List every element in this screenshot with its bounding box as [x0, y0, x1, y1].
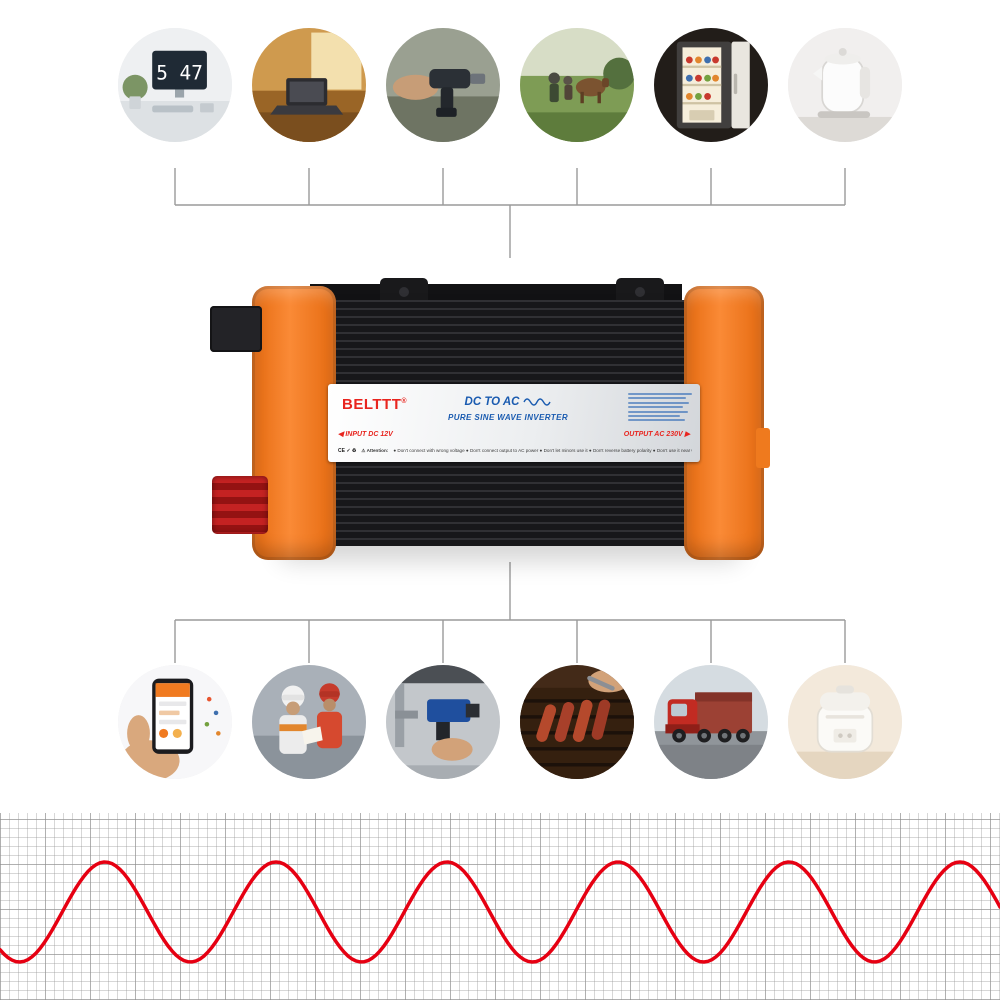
top-connector-lines — [174, 168, 846, 258]
attention-row: CE ✓ ♻ ⚠ Attention: ● Don't connect with… — [338, 448, 692, 454]
laptop-photo — [252, 28, 366, 142]
mini-fridge-photo — [654, 28, 768, 142]
power-tool-photo — [386, 665, 500, 779]
rice-cooker-photo — [788, 665, 902, 779]
mounting-bracket-left — [380, 278, 428, 304]
battery-terminal — [212, 476, 268, 534]
power-switch — [756, 428, 770, 468]
heatsink-fins-bottom — [280, 466, 740, 546]
clock-time-text: 5 47 — [156, 61, 203, 84]
product-label: BELTTT® DC TO AC PURE SINE WAVE INVERTER… — [328, 384, 700, 462]
kettle-photo — [788, 28, 902, 142]
dc-terminal-cover — [210, 306, 262, 352]
io-row: ◀ INPUT DC 12V OUTPUT AC 230V ▶ — [338, 430, 690, 438]
feature-list-fineprint — [628, 393, 692, 424]
drill-photo — [386, 28, 500, 142]
engineers-photo — [252, 665, 366, 779]
certification-icons: CE ✓ ♻ — [338, 448, 357, 454]
use-case-bbq-grill — [520, 665, 634, 779]
use-case-camping — [520, 28, 634, 142]
bbq-grill-photo — [520, 665, 634, 779]
brand-logo: BELTTT® — [342, 396, 408, 413]
desk-clock-photo: 5 47 — [118, 28, 232, 142]
use-case-truck — [654, 665, 768, 779]
camping-photo — [520, 28, 634, 142]
use-case-drill — [386, 28, 500, 142]
use-case-mini-fridge — [654, 28, 768, 142]
output-spec-label: OUTPUT AC 230V ▶ — [623, 431, 690, 438]
input-spec-label: ◀ INPUT DC 12V — [338, 431, 393, 438]
use-case-kettle — [788, 28, 902, 142]
attention-text: ● Don't connect with wrong voltage ● Don… — [393, 448, 692, 453]
mounting-bracket-right — [616, 278, 664, 304]
use-case-laptop — [252, 28, 366, 142]
inverter-product: BELTTT® DC TO AC PURE SINE WAVE INVERTER… — [210, 278, 770, 568]
bottom-connector-lines — [174, 562, 846, 663]
use-case-desk-clock: 5 47 — [118, 28, 232, 142]
use-case-smartphone — [118, 665, 232, 779]
use-case-power-tool — [386, 665, 500, 779]
smartphone-photo — [118, 665, 232, 779]
use-case-rice-cooker — [788, 665, 902, 779]
truck-photo — [654, 665, 768, 779]
dc-to-ac-title: DC TO AC — [398, 396, 618, 408]
product-type-title: PURE SINE WAVE INVERTER — [447, 413, 569, 422]
registered-mark: ® — [401, 398, 408, 405]
sine-wave-icon — [523, 398, 552, 406]
heatsink-fins-top — [280, 300, 740, 384]
graph-paper-background — [0, 813, 1000, 1000]
use-case-engineers — [252, 665, 366, 779]
attention-label: ⚠ Attention: — [361, 448, 389, 453]
